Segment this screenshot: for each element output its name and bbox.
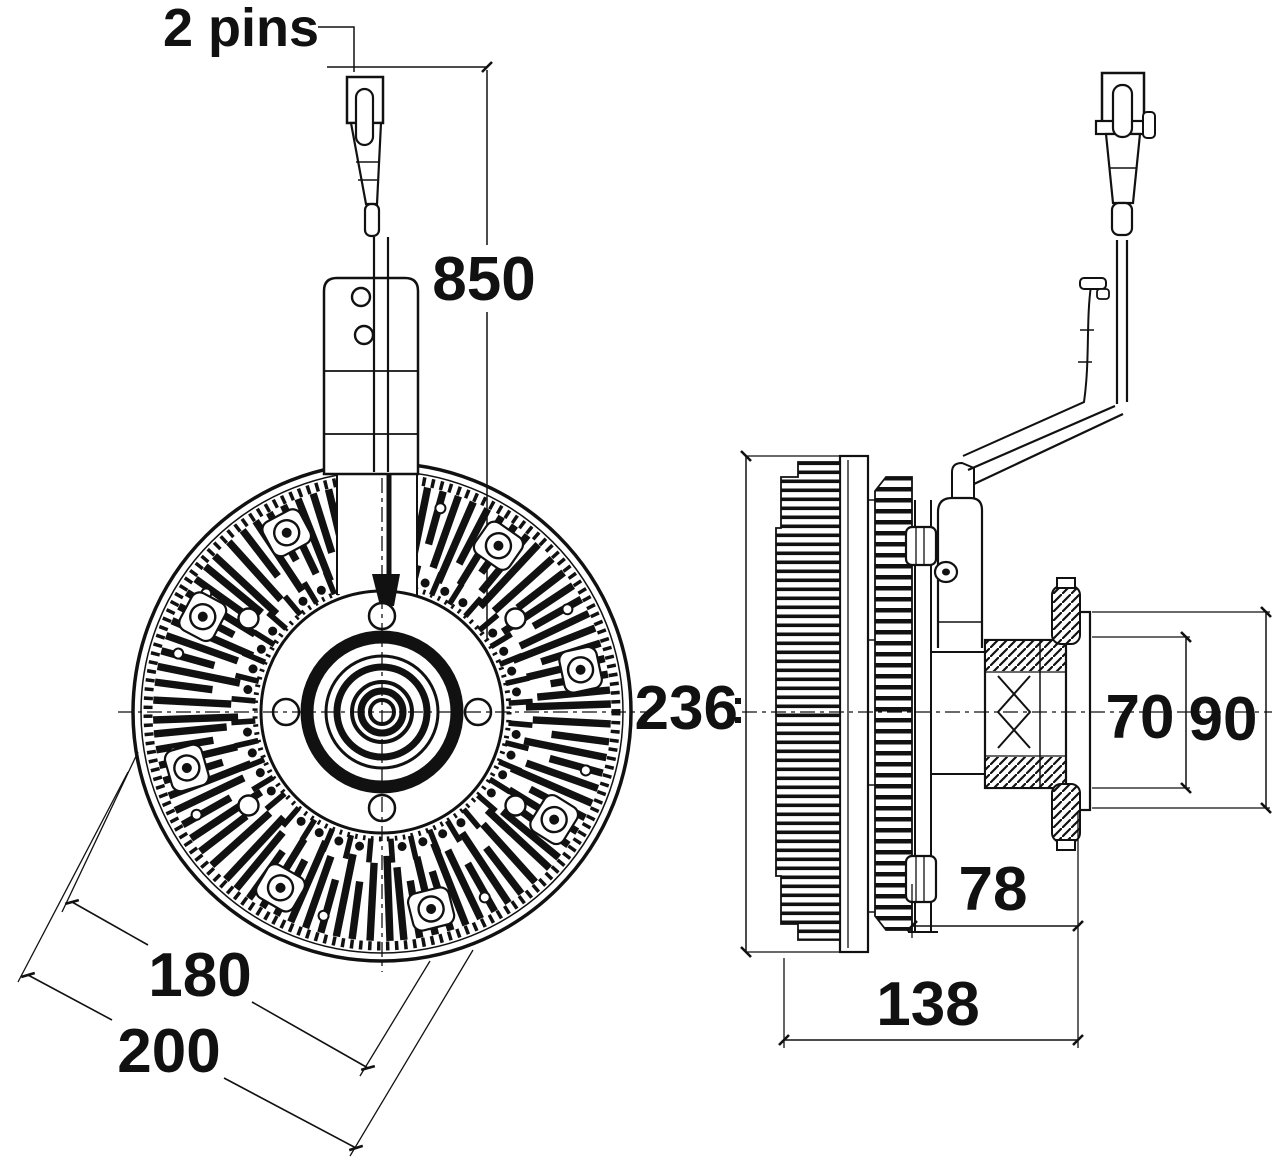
dim-78-label: 78	[959, 855, 1028, 924]
front-view	[17, 26, 658, 1157]
dim-180-label: 180	[148, 941, 251, 1010]
dim-90-label: 90	[1189, 685, 1258, 754]
cable-connector-side	[1094, 71, 1156, 237]
dim-70-label: 70	[1106, 683, 1175, 752]
actuator-solenoid	[933, 461, 984, 648]
dim-200-label: 200	[117, 1017, 220, 1086]
bracket-hole-upper	[350, 286, 372, 308]
front-centerlines	[118, 478, 646, 972]
ext-200-right	[349, 949, 474, 1157]
dim-138-lines	[778, 812, 1084, 1048]
dim-70-lines	[1092, 631, 1192, 794]
bracket-hole-lower	[353, 324, 375, 346]
ext-200-left	[17, 771, 129, 983]
cable-channel	[336, 458, 418, 595]
ext-180-right	[359, 960, 431, 1077]
rim-bolt-details	[161, 504, 605, 934]
cable-side	[962, 240, 1129, 485]
dim-90-lines	[1092, 606, 1272, 814]
cable-terminal	[372, 472, 400, 606]
ext-180-left	[61, 751, 139, 913]
dim-180-200-lines	[17, 751, 474, 1157]
plate-gear-connectors	[868, 499, 875, 913]
dim-180-line-b	[251, 1001, 376, 1072]
dim-236-label: 236	[635, 674, 738, 743]
dim-180-line-a	[64, 898, 149, 946]
dim-200-line-a	[20, 971, 113, 1021]
front-fins-block	[775, 461, 841, 941]
shaft-lines	[931, 651, 985, 775]
bracket-cable-lines	[372, 237, 390, 472]
flange-studs	[1051, 577, 1081, 851]
dim-200-line-b	[223, 1077, 364, 1152]
pins-label: 2 pins	[163, 0, 319, 58]
pins-leader-line	[318, 26, 355, 72]
mounting-bracket	[322, 237, 420, 476]
dim-138-label: 138	[876, 970, 979, 1039]
dim-850-label: 850	[432, 245, 535, 314]
side-view	[735, 71, 1272, 1048]
cable-retainer-rod	[962, 285, 1092, 457]
cable-connector-front	[345, 75, 385, 238]
dimension-labels: 2 pins 850 236 70 90 78 138 180 200	[117, 0, 1257, 1086]
rear-arm	[904, 500, 938, 933]
mounting-plate-side	[838, 454, 870, 954]
dim-78-lines	[906, 884, 1084, 938]
